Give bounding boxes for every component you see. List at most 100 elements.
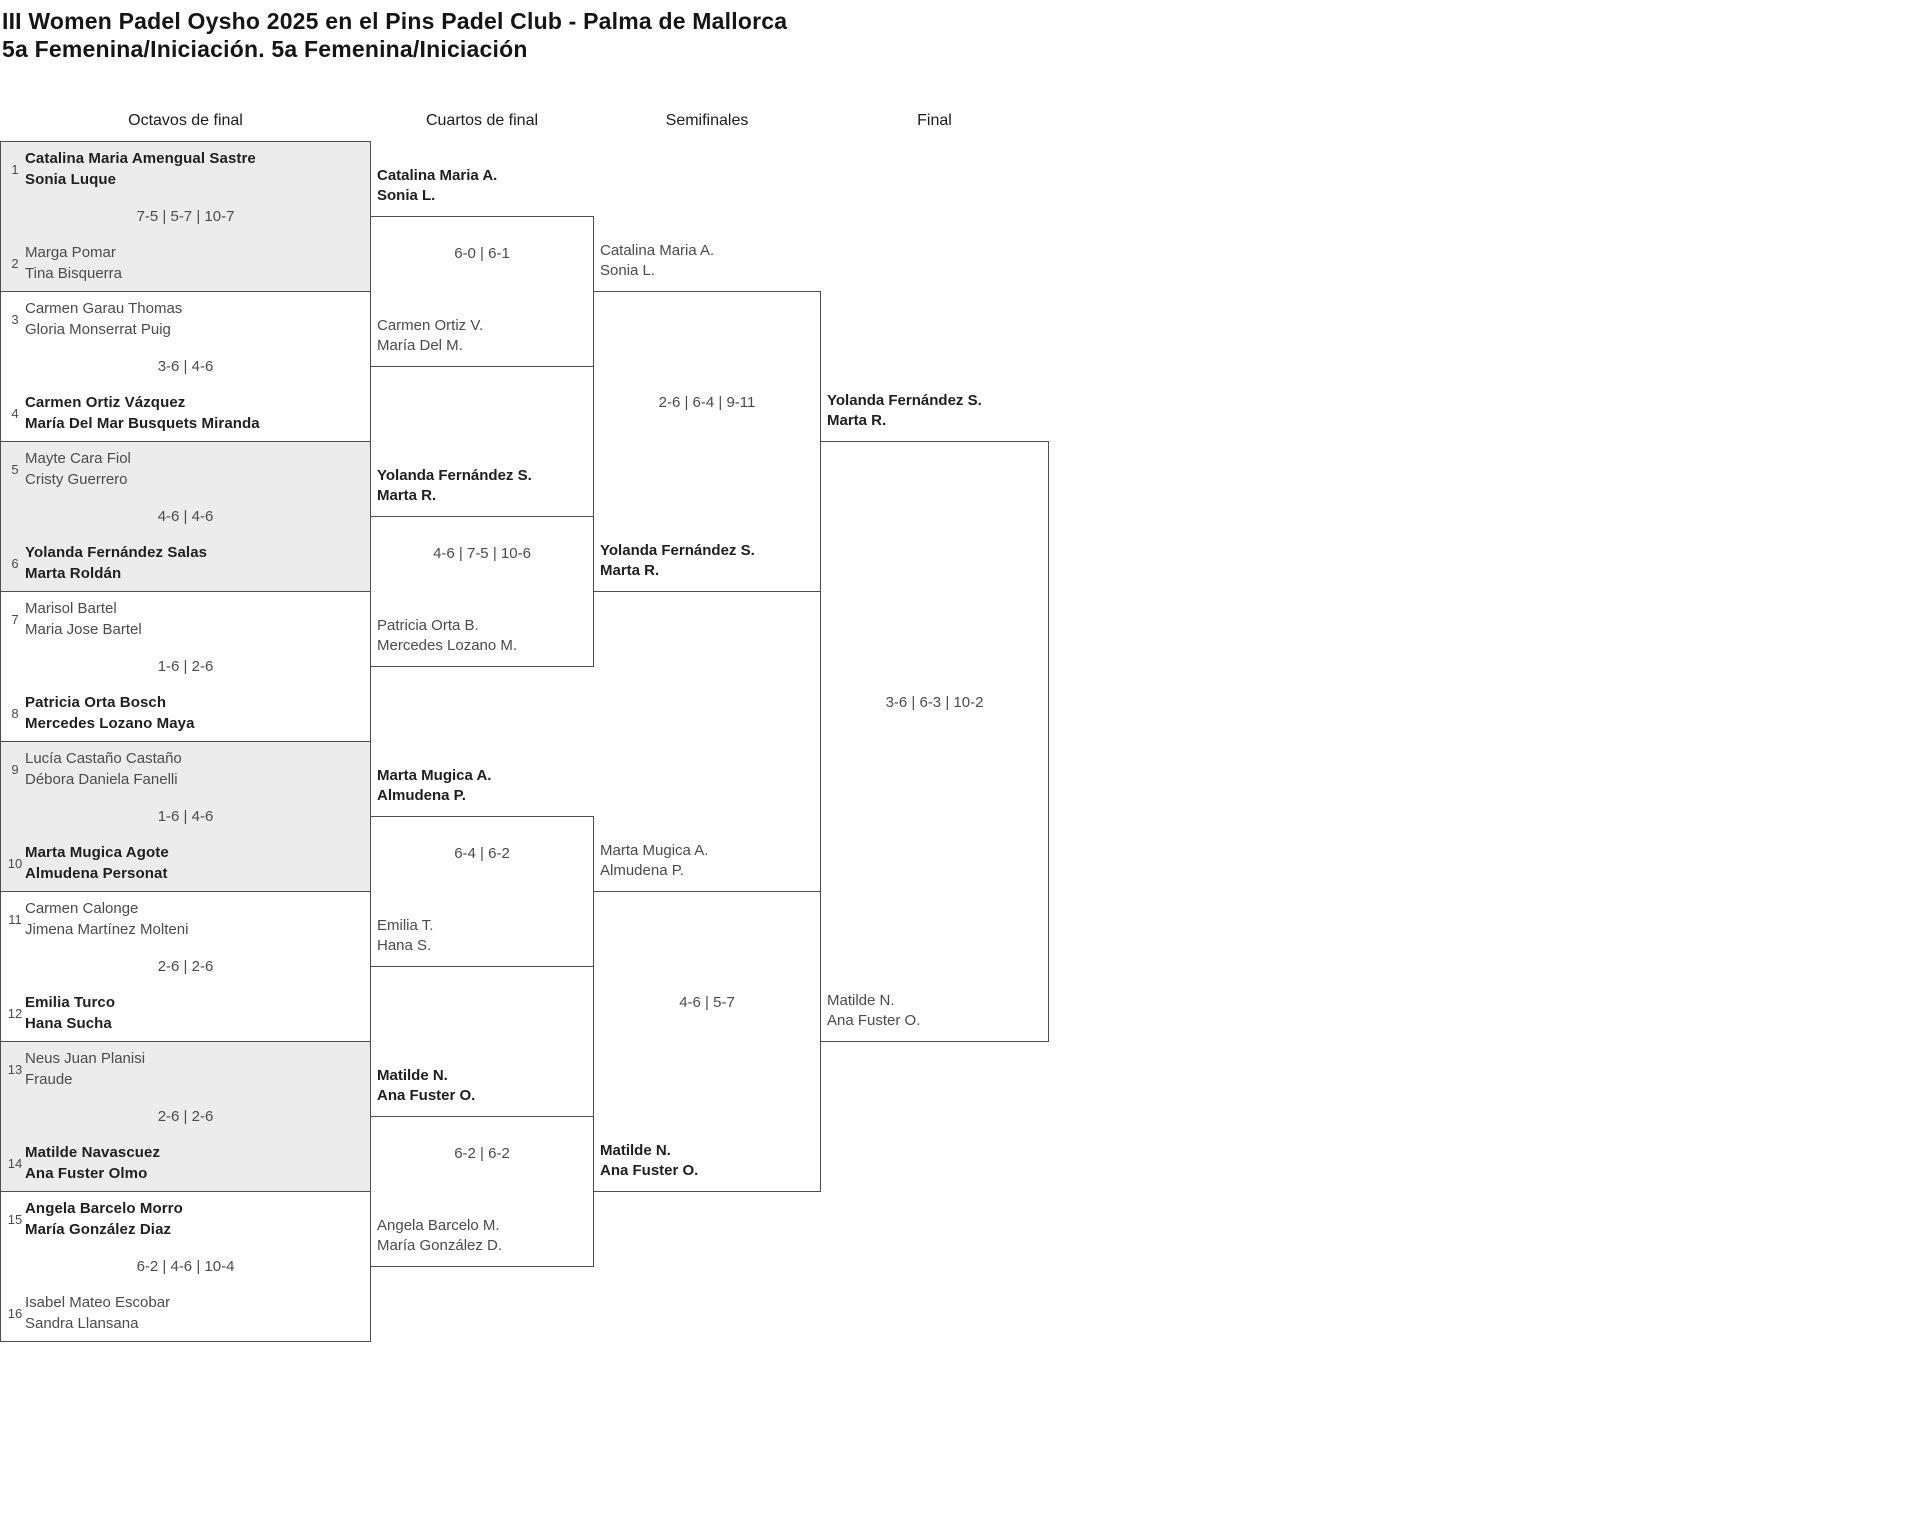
player-name: María González D. [377,1237,503,1254]
match-score: 1-6 | 2-6 [157,658,214,675]
round-header-octavos: Octavos de final [128,112,243,129]
player-name: Emilia T. [377,917,434,934]
seed-number: 13 [7,1061,23,1077]
semifinal-match-1: Catalina Maria A.Sonia L. 2-6 | 6-4 | 9-… [593,242,821,592]
seed-number: 3 [11,311,19,327]
player-name: Débora Daniela Fanelli [25,771,178,788]
player-name: Fraude [25,1071,73,1088]
player-name: Catalina Maria A. [377,167,498,184]
match-score: 1-6 | 4-6 [157,808,214,825]
player-name: Matilde N. [827,992,895,1009]
match-score: 4-6 | 7-5 | 10-6 [433,545,531,562]
team-label: Catalina Maria A. Sonia L. [377,166,753,206]
seed-number: 10 [7,855,23,871]
player-name: Marta Mugica A. [377,767,492,784]
player-name: Yolanda Fernández S. [377,467,532,484]
player-name: Tina Bisquerra [25,265,122,282]
player-name: Marta Mugica A. [600,842,709,859]
team-label: Patricia Orta B. Mercedes Lozano M. [377,616,753,656]
player-name: Carmen Calonge [25,900,139,917]
player-name: Ana Fuster O. [827,1012,921,1029]
player-name: Marta R. [600,562,660,579]
team-label: Marta Mugica A.Almudena P. [600,841,980,881]
player-name: Ana Fuster Olmo [25,1165,148,1182]
match-score: 6-2 | 4-6 | 10-4 [136,1258,235,1275]
player-name: María Del Mar Busquets Miranda [25,415,260,432]
seed-number: 1 [11,161,19,177]
player-name: Angela Barcelo M. [377,1217,500,1234]
semifinal-match-2: Marta Mugica A.Almudena P. 4-6 | 5-7 Mat… [593,842,821,1192]
player-name: Mayte Cara Fiol [25,450,131,467]
player-name: Mercedes Lozano M. [377,637,518,654]
seed-number: 11 [8,911,22,927]
match-score: 3-6 | 6-3 | 10-2 [885,694,984,711]
seed-number: 12 [7,1005,23,1021]
team-label: Matilde N.Ana Fuster O. [600,1141,980,1181]
team-label: Angela Barcelo M. María González D. [377,1216,753,1256]
player-name: Sonia L. [600,262,656,279]
match-score: 2-6 | 2-6 [157,1108,214,1125]
match-score: 3-6 | 4-6 [157,358,214,375]
player-name: María González Diaz [25,1221,172,1238]
player-name: Cristy Guerrero [25,471,128,488]
seed-number: 16 [7,1305,23,1321]
match-score: 2-6 | 2-6 [157,958,214,975]
team-label: Emilia T.Hana S. [377,916,753,956]
seed-number: 6 [11,555,19,571]
seed-number: 7 [11,611,19,627]
seed-number: 14 [7,1155,23,1171]
player-name: Carmen Ortiz Vázquez [25,394,186,411]
player-name: Almudena Personat [25,865,168,882]
match-score: 6-2 | 6-2 [454,1145,510,1162]
team-label: Carmen Ortiz V.María Del M. [377,316,753,356]
player-name: Isabel Mateo Escobar [25,1294,171,1311]
team-label: Yolanda Fernández S.Marta R. [377,466,753,506]
player-name: Yolanda Fernández S. [600,542,755,559]
match-score: 2-6 | 6-4 | 9-11 [658,394,756,411]
cuartos-match-2: Yolanda Fernández S.Marta R. 4-6 | 7-5 |… [370,467,594,667]
player-name: Hana Sucha [25,1015,112,1032]
seed-number: 2 [11,255,19,271]
round-header-final: Final [917,112,952,129]
team-label: Yolanda Fernández S.Marta R. [827,391,1208,431]
player-name: Patricia Orta B. [377,617,479,634]
round-header-semifinales: Semifinales [665,112,749,129]
player-name: Catalina Maria Amengual Sastre [25,150,256,167]
player-name: Almudena P. [377,787,466,804]
player-name: Marisol Bartel [25,600,117,617]
match-score: 7-5 | 5-7 | 10-7 [136,208,235,225]
seed-number: 4 [11,405,19,421]
round-header-cuartos: Cuartos de final [425,112,539,129]
player-name: Sonia L. [377,187,436,204]
player-name: Gloria Monserrat Puig [25,321,171,338]
match-score: 4-6 | 4-6 [157,508,214,525]
player-name: Yolanda Fernández Salas [25,544,208,561]
player-name: Matilde N. [600,1142,671,1159]
player-name: Sonia Luque [25,171,117,188]
